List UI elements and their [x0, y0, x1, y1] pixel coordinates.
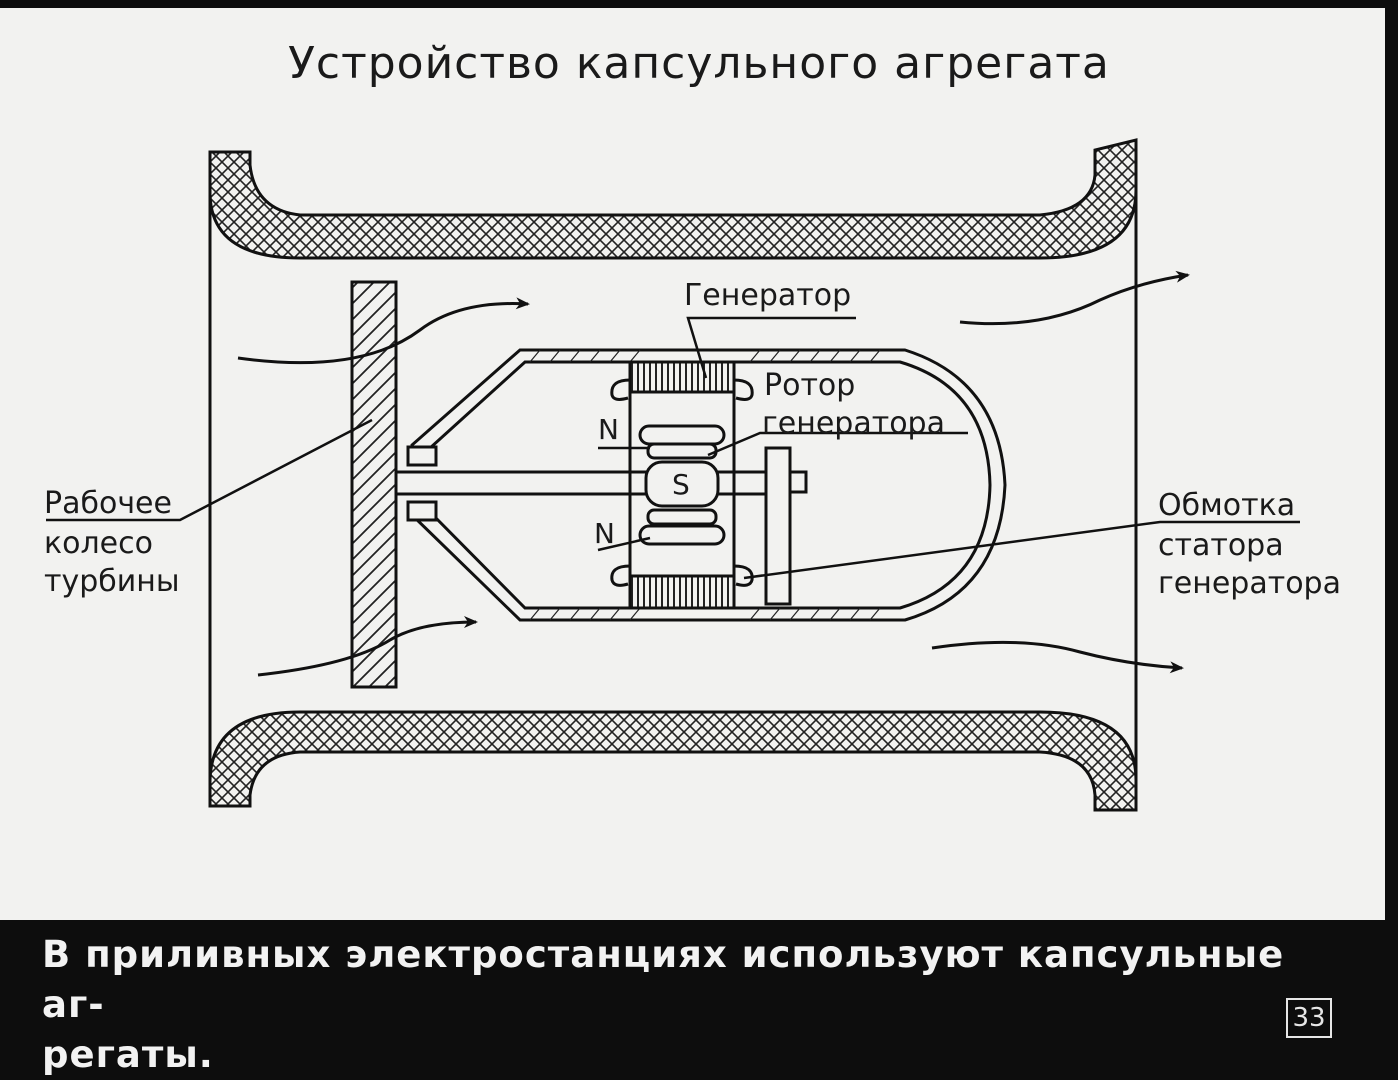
shaft-seal-top: [406, 445, 438, 467]
leader-wheel: [46, 418, 373, 522]
rotor-pole-bottom-outer: [638, 524, 726, 546]
label-rotor-line2: генератора: [762, 406, 945, 441]
capsule-wall-hatch: [529, 349, 881, 621]
label-generator: Генератор: [684, 278, 852, 313]
stator-winding-top-right: [733, 378, 754, 401]
caption-line2: регаты.: [42, 1033, 214, 1076]
rotor-pole-s: [644, 460, 720, 508]
leader-pole-n-bottom: [597, 536, 651, 552]
capsule-outer: [410, 348, 1007, 622]
label-rotor-line1: Ротор: [764, 368, 856, 403]
turbine-wheel: [350, 280, 398, 689]
leader-rotor: [707, 431, 968, 457]
bottom-wall: [208, 710, 1138, 812]
stator-winding-bottom-left: [610, 564, 631, 587]
leader-generator: [686, 316, 856, 379]
stator-core-top: [628, 360, 736, 394]
top-wall: [208, 138, 1138, 260]
flow-arrow-inlet-top: [237, 297, 530, 365]
label-pole-s: S: [672, 468, 690, 501]
rotor-pole-bottom-inner: [646, 508, 718, 526]
slide-caption: В приливных электростанциях используют к…: [42, 930, 1342, 1080]
label-wheel-line3: турбины: [44, 564, 180, 599]
leader-winding: [743, 520, 1300, 580]
caption-line1: В приливных электростанциях используют к…: [42, 933, 1285, 1026]
label-pole-n-bottom: N: [594, 517, 615, 550]
label-winding-line3: генератора: [1158, 566, 1341, 601]
label-pole-n-top: N: [598, 413, 619, 446]
flow-arrow-outlet-bottom: [931, 640, 1184, 674]
rotor-pole-top-inner: [646, 442, 718, 460]
diagram-title: Устройство капсульного агрегата: [288, 38, 1110, 89]
label-winding-line1: Обмотка: [1158, 488, 1296, 523]
frame-number: 33: [1286, 998, 1332, 1038]
stator-core-bottom: [628, 574, 736, 610]
flow-arrow-inlet-bottom: [257, 616, 478, 677]
stator-winding-top-left: [610, 378, 631, 401]
stator-winding-bottom-right: [733, 564, 754, 587]
bearing-cap: [788, 470, 808, 494]
bearing-support: [764, 446, 792, 606]
label-winding-line2: статора: [1158, 528, 1284, 563]
shaft-seal-bottom: [406, 500, 438, 522]
rotor-pole-top-outer: [638, 424, 726, 446]
flow-arrow-outlet-top: [959, 270, 1190, 326]
capsule-inner: [428, 360, 992, 610]
label-wheel-line2: колесо: [44, 526, 153, 561]
label-wheel-line1: Рабочее: [44, 486, 172, 521]
